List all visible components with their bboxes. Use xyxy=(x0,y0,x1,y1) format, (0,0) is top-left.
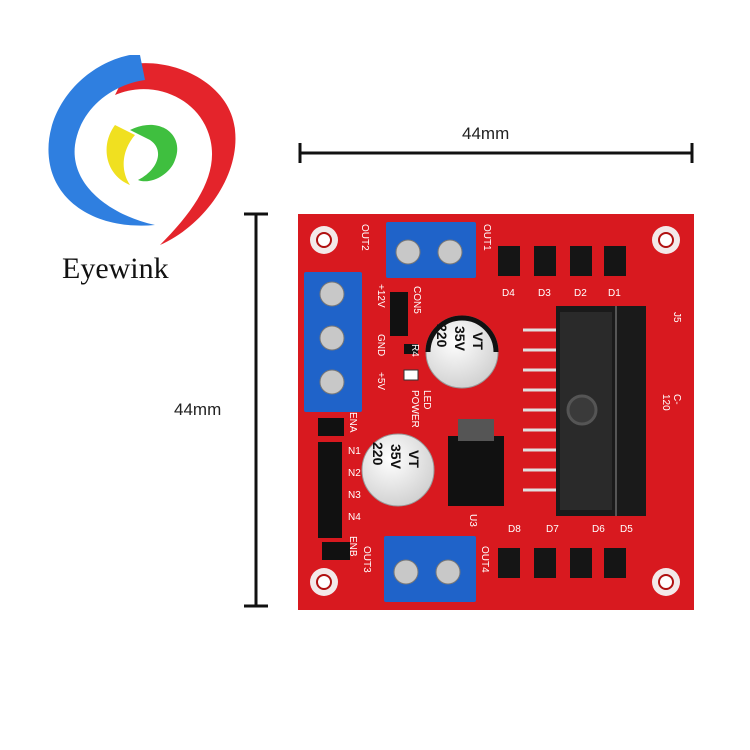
label-power: POWER xyxy=(409,390,420,428)
label-ena: ENA xyxy=(347,412,358,433)
label-enb: ENB xyxy=(347,536,358,557)
cap-top-value: 220 xyxy=(434,324,450,348)
voltage-regulator xyxy=(448,419,504,506)
label-out4: OUT4 xyxy=(479,546,490,573)
label-12v: +12V xyxy=(375,284,386,308)
label-d1: D1 xyxy=(608,288,621,299)
cap-top-type: VT xyxy=(470,332,486,350)
driver-ic-heatsink xyxy=(556,306,646,516)
label-d5: D5 xyxy=(620,524,633,535)
capacitor-bottom xyxy=(361,433,435,507)
terminal-power xyxy=(304,272,362,412)
ic-pins xyxy=(523,328,556,492)
label-led: LED xyxy=(421,390,432,410)
label-con5: CON5 xyxy=(411,286,422,314)
label-in3: N3 xyxy=(348,490,361,501)
header-inputs xyxy=(318,442,342,538)
label-gnd: GND xyxy=(375,334,386,357)
label-d4: D4 xyxy=(502,288,515,299)
cap-bottom-type: VT xyxy=(406,450,422,468)
label-d2: D2 xyxy=(574,288,587,299)
label-5v: +5V xyxy=(375,372,386,391)
label-r4: R4 xyxy=(409,344,420,357)
height-label: 44mm xyxy=(174,400,222,419)
label-d6: D6 xyxy=(592,524,605,535)
diodes-top xyxy=(498,246,626,276)
eyewink-logo xyxy=(48,55,236,246)
label-in4: N4 xyxy=(348,512,361,523)
jumper-con5 xyxy=(390,292,408,336)
label-ic: C-120 xyxy=(660,394,682,411)
label-in1: N1 xyxy=(348,446,361,457)
label-d3: D3 xyxy=(538,288,551,299)
label-d8: D8 xyxy=(508,524,521,535)
terminal-out3-out4 xyxy=(384,536,476,602)
label-out1: OUT1 xyxy=(481,224,492,251)
motor-driver-board xyxy=(298,214,694,610)
label-j5: J5 xyxy=(671,312,682,323)
label-d7: D7 xyxy=(546,524,559,535)
label-u3: U3 xyxy=(467,514,478,527)
logo-blue-swirl xyxy=(48,55,155,226)
jumper-enb xyxy=(322,542,350,560)
diodes-bottom xyxy=(498,548,626,578)
jumper-ena xyxy=(318,418,344,436)
cap-bottom-value: 220 xyxy=(370,442,386,466)
label-in2: N2 xyxy=(348,468,361,479)
cap-bottom-voltage: 35V xyxy=(388,444,404,469)
cap-top-voltage: 35V xyxy=(452,326,468,351)
led xyxy=(403,369,419,381)
mounting-holes xyxy=(310,226,680,596)
label-out2: OUT2 xyxy=(359,224,370,251)
terminal-out1-out2 xyxy=(386,222,476,278)
brand-name: Eyewink xyxy=(62,252,169,285)
capacitor-top xyxy=(425,315,499,389)
label-out3: OUT3 xyxy=(361,546,372,573)
logo-yellow-arc xyxy=(106,125,135,185)
logo-green-arc xyxy=(130,124,178,182)
logo-red-swirl xyxy=(100,63,236,246)
resistor-r4 xyxy=(404,344,418,354)
width-label: 44mm xyxy=(462,124,510,143)
